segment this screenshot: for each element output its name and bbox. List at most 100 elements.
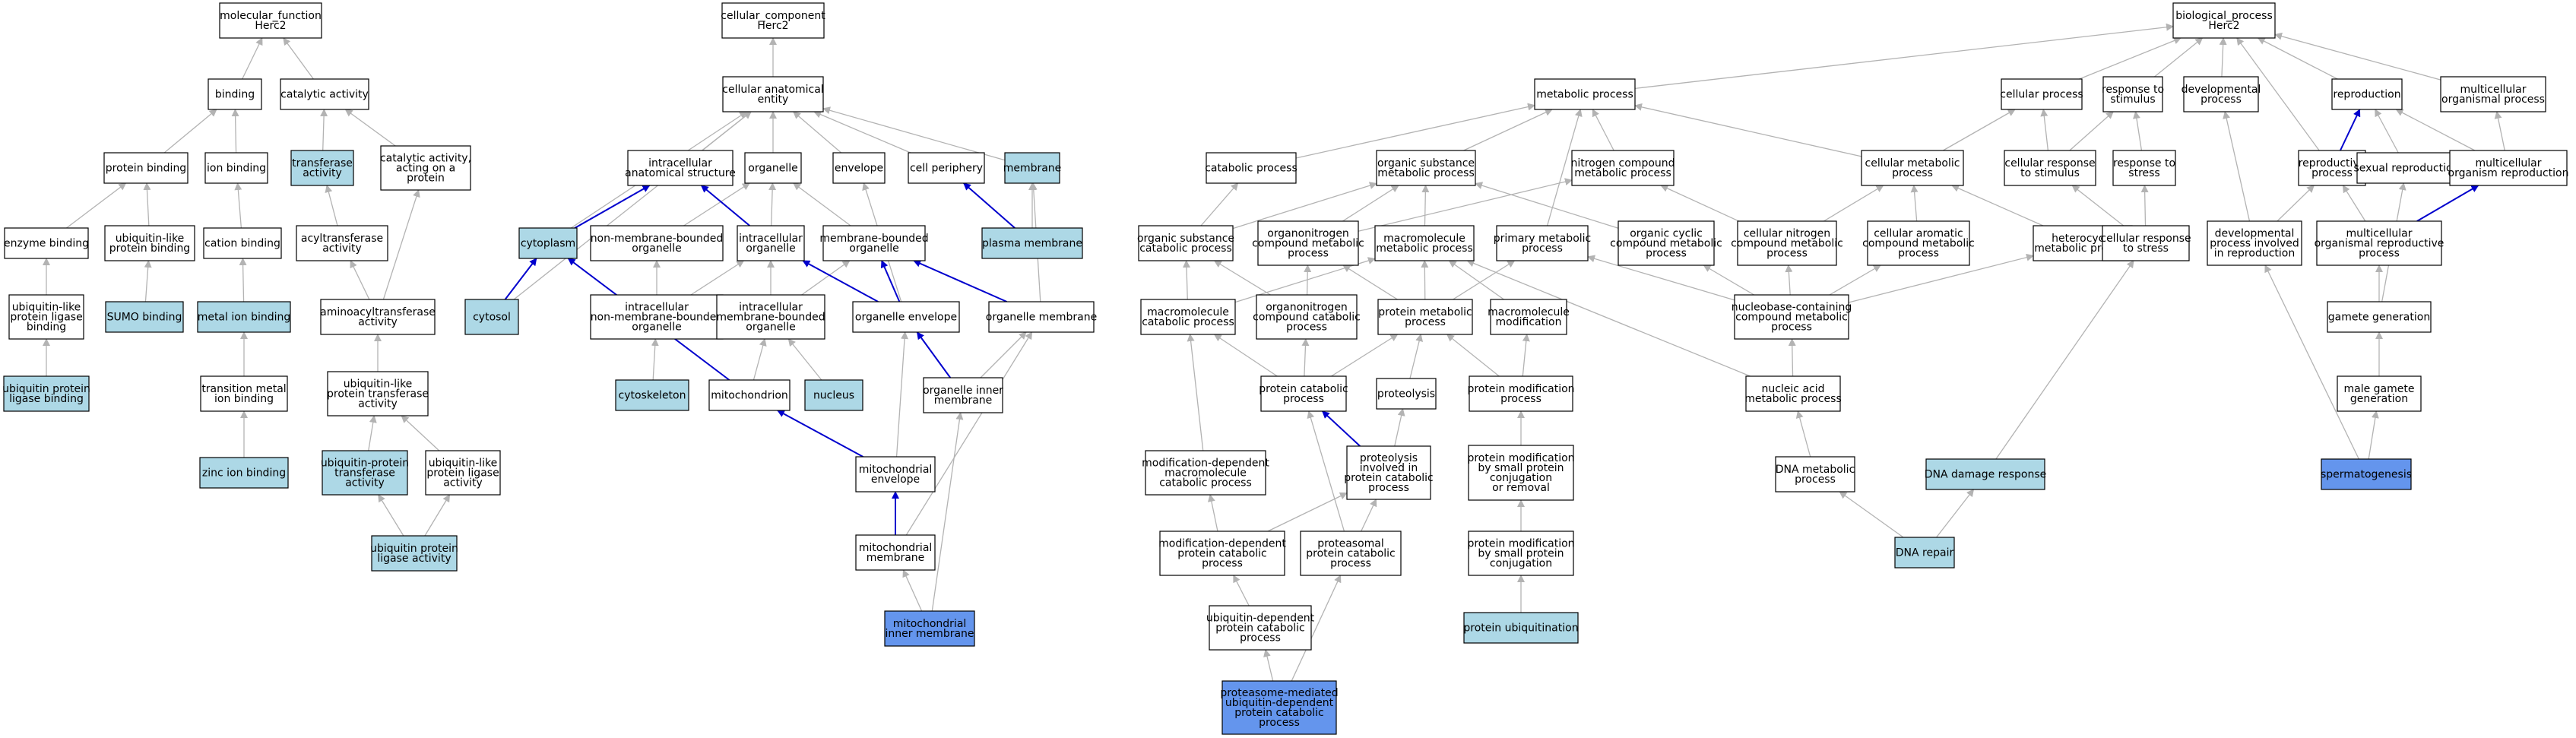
node-nucleus[interactable]: nucleus	[804, 379, 863, 411]
node-zinc[interactable]: zinc ion binding	[199, 457, 289, 489]
edge-nucleus-to-intramem	[787, 338, 822, 381]
node-cytosol[interactable]: cytosol	[464, 299, 519, 335]
node-dnadamage[interactable]: DNA damage response	[1925, 458, 2047, 490]
node-sumobinding[interactable]: SUMO binding	[105, 301, 184, 333]
node-ionbinding[interactable]: ion binding	[204, 152, 268, 184]
node-proteolysis[interactable]: proteolysis	[1376, 378, 1437, 410]
node-reproduction[interactable]: reproduction	[2331, 78, 2403, 110]
node-membrane[interactable]: membrane	[1003, 152, 1062, 184]
node-proteinbinding[interactable]: protein binding	[103, 152, 189, 184]
node-plasmamem[interactable]: plasma membrane	[981, 227, 1083, 259]
node-cellperiph[interactable]: cell periphery	[908, 152, 985, 184]
node-organelle[interactable]: organelle	[744, 152, 802, 184]
node-metalion[interactable]: metal ion binding	[197, 301, 291, 333]
node-cytoplasm[interactable]: cytoplasm	[518, 227, 578, 259]
node-orgenvelope[interactable]: organelle envelope	[852, 301, 960, 333]
node-protubq[interactable]: protein ubiquitination	[1463, 612, 1579, 644]
node-catalytic[interactable]: catalytic activity	[280, 78, 369, 110]
node-gametegen[interactable]: gamete generation	[2327, 301, 2432, 333]
node-label-line: sexual reproduction	[2354, 163, 2460, 175]
node-envelope[interactable]: envelope	[832, 152, 886, 184]
node-cationbinding[interactable]: cation binding	[203, 227, 282, 259]
node-cytoskeleton[interactable]: cytoskeleton	[615, 379, 689, 411]
node-proteasomemed[interactable]: proteasome-mediatedubiquitin-dependentpr…	[1220, 680, 1339, 735]
node-orgmembrane[interactable]: organelle membrane	[986, 301, 1097, 333]
edge-proteincat-to-proteinmet	[1331, 334, 1399, 377]
node-metabolic[interactable]: metabolic process	[1534, 78, 1636, 110]
node-moddepmacro[interactable]: modification-dependentmacromoleculecatab…	[1142, 450, 1269, 496]
node-sexrepro[interactable]: sexual reproduction	[2354, 152, 2460, 184]
node-cellproc[interactable]: cellular process	[2000, 78, 2083, 110]
node-mitochondrion[interactable]: mitochondrion	[708, 379, 791, 411]
node-binding[interactable]: binding	[208, 78, 262, 110]
node-enzymebinding[interactable]: enzyme binding	[4, 227, 89, 259]
node-spermatogenesis[interactable]: spermatogenesis	[2321, 458, 2412, 490]
node-dnarepair[interactable]: DNA repair	[1894, 537, 1955, 569]
node-label-line: ion binding	[207, 163, 266, 175]
node-catabolic[interactable]: catabolic process	[1205, 152, 1298, 184]
node-intranonmem[interactable]: intracellularnon-membrane-boundedorganel…	[590, 294, 724, 340]
